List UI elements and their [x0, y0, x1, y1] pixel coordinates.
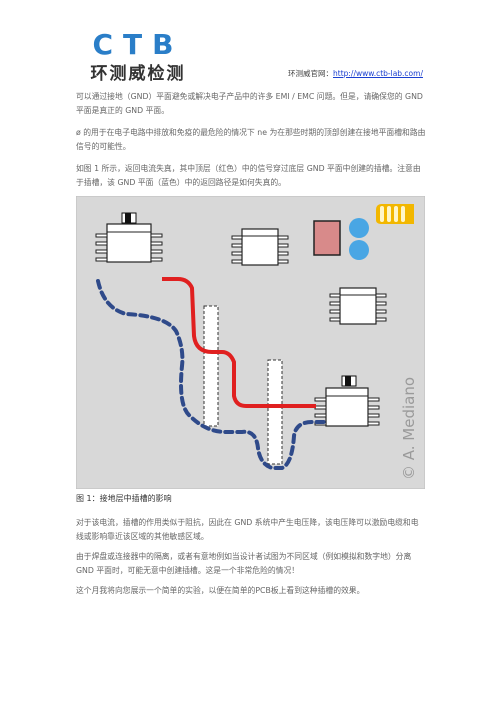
pcb-slot-figure: © A. Mediano: [76, 196, 425, 489]
paragraph-5: 由于焊盘或连接器中的隔离，或者有意地例如当设计者试图为不同区域（例如模拟和数字地…: [76, 552, 412, 575]
website-link[interactable]: http://www.ctb-lab.com/: [333, 69, 423, 78]
logo-chinese-name: 环测威检测: [90, 64, 186, 84]
ic-top-center: [231, 228, 289, 266]
signal-trace: [162, 277, 316, 408]
ctb-logo: CTB 环测威检测: [76, 30, 200, 84]
figure-caption: 图 1：接地层中插槽的影响: [76, 494, 172, 503]
website-line: 环测威官网：http://www.ctb-lab.com/: [288, 68, 423, 79]
logo-letters-graphic: CTB: [93, 30, 184, 60]
pad: [313, 220, 341, 256]
slot-right: [267, 359, 283, 465]
website-label: 环测威官网：: [288, 69, 333, 78]
ic-bottom-right: [314, 375, 380, 427]
paragraph-1: 可以通过接地（GND）平面避免或解决电子产品中的许多 EMI / EMC 问题。…: [76, 92, 423, 115]
paragraph-2: ø 的用于在电子电路中排放和免疫的最危险的情况下 ne 为在那些时期的顶部创建在…: [76, 128, 426, 151]
via-top: [349, 218, 369, 238]
paragraph-4: 对于该电流，插槽的作用类似于阻抗，因此在 GND 系统中产生电压降，该电压降可以…: [76, 518, 419, 541]
svg-text:CTB: CTB: [93, 30, 184, 60]
ic-right-middle: [329, 287, 387, 325]
return-path: [96, 279, 330, 470]
slot-left: [203, 305, 219, 427]
ic-left: [95, 212, 163, 263]
connector-fingers: [380, 206, 405, 222]
via-bottom: [349, 240, 369, 260]
paragraph-6: 这个月我将向您展示一个简单的实验，以便在简单的PCB板上看到这种插槽的效果。: [76, 586, 365, 595]
figure-copyright: © A. Mediano: [400, 377, 418, 480]
paragraph-3: 如图 1 所示，返回电流失真，其中顶层（红色）中的信号穿过底层 GND 平面中创…: [76, 164, 421, 187]
